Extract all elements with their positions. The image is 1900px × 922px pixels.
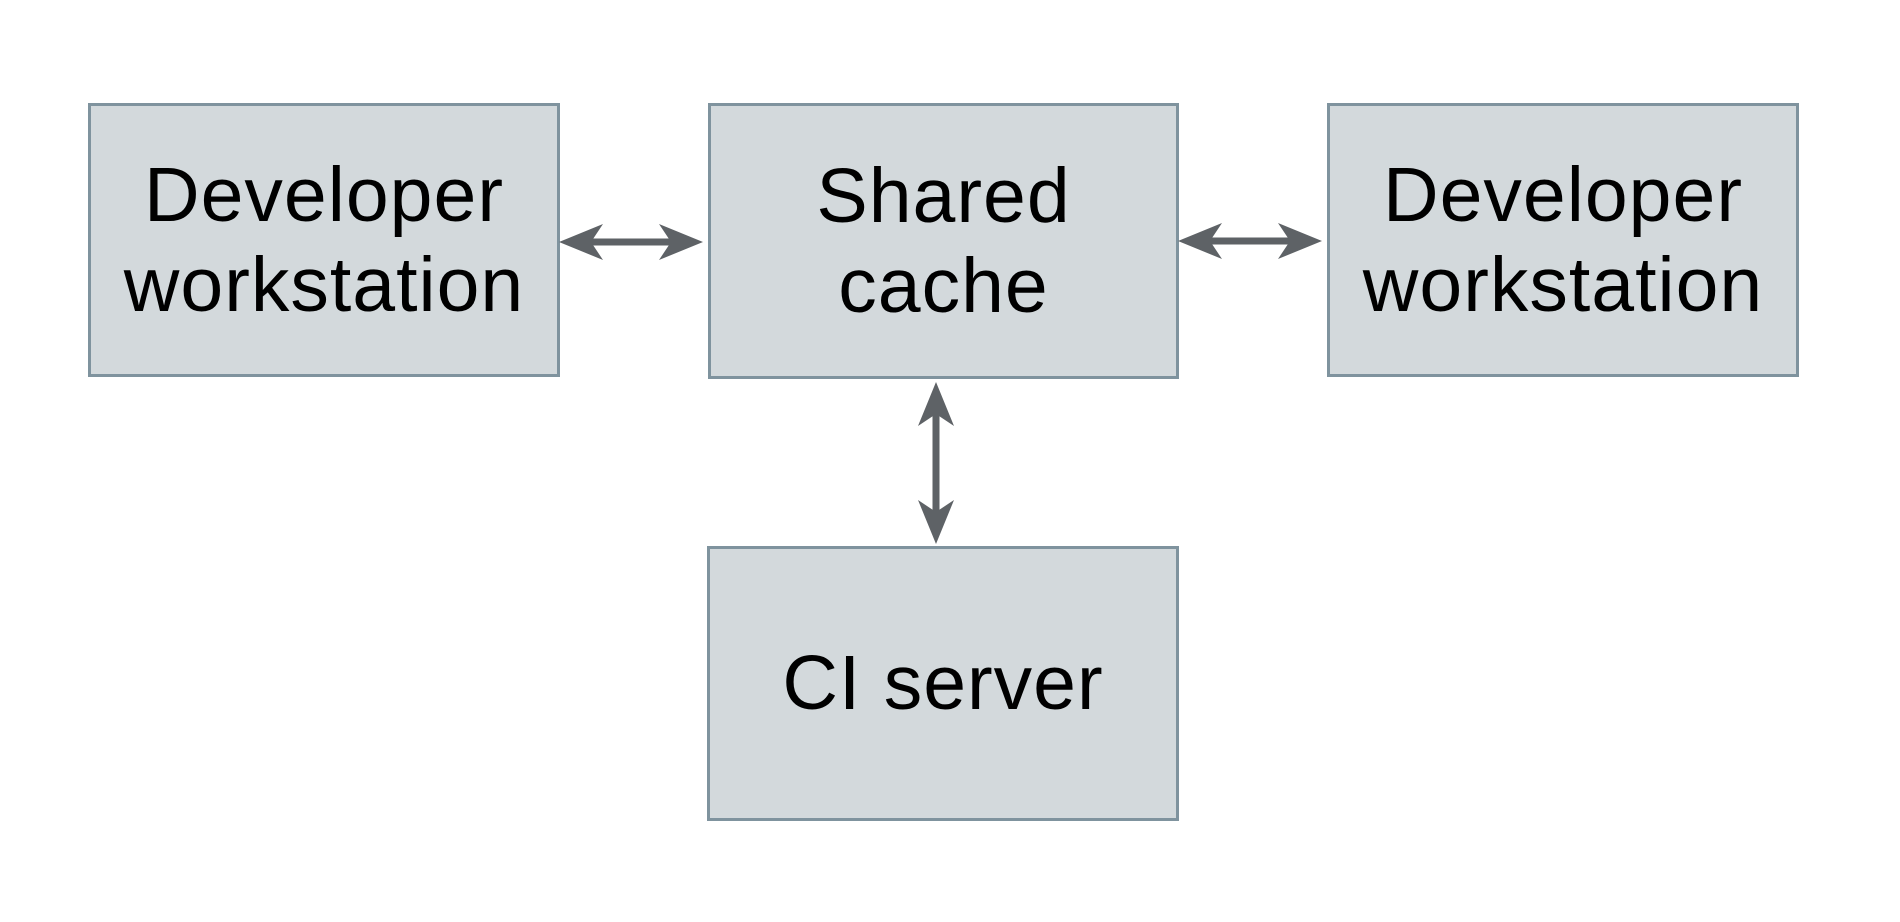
bidirectional-arrow-vertical-icon <box>918 382 954 544</box>
node-label: CI server <box>782 640 1104 727</box>
node-label: Developer workstation <box>123 151 525 328</box>
node-label: Shared cache <box>816 152 1071 329</box>
arrowhead-left-icon <box>559 224 603 260</box>
node-label: Developer workstation <box>1362 151 1764 328</box>
node-developer-workstation-right: Developer workstation <box>1327 103 1799 377</box>
bidirectional-arrow-right-icon <box>1178 223 1322 259</box>
node-shared-cache: Shared cache <box>708 103 1179 379</box>
arrowhead-right-icon <box>659 224 703 260</box>
node-ci-server: CI server <box>707 546 1179 821</box>
arrowhead-down-icon <box>918 500 954 544</box>
bidirectional-arrow-left-icon <box>559 224 703 260</box>
node-developer-workstation-left: Developer workstation <box>88 103 560 377</box>
arrowhead-left-icon <box>1178 223 1222 259</box>
arrowhead-right-icon <box>1278 223 1322 259</box>
arrowhead-up-icon <box>918 382 954 426</box>
